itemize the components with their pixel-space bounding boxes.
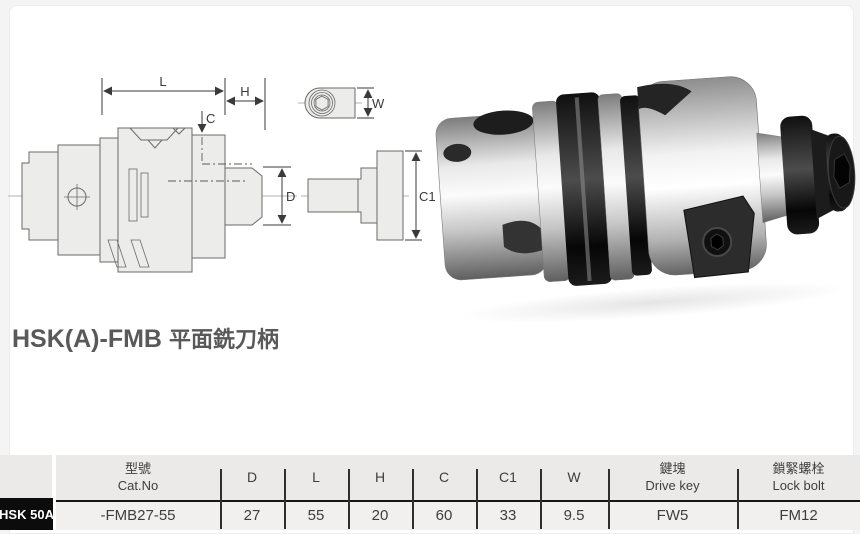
technical-drawing: L H C D W C1 (8, 74, 435, 273)
bolt-washer (780, 115, 820, 235)
header-lock-bolt-en: Lock bolt (772, 477, 825, 493)
pilot (224, 167, 263, 226)
groove-highlight (574, 97, 592, 282)
side-slot (502, 220, 543, 254)
hex-socket (833, 153, 851, 189)
arbor-assembly (435, 76, 856, 323)
dimension-C1 (405, 150, 422, 241)
column-divider (412, 469, 414, 529)
spec-table-corner-cell (0, 455, 52, 500)
reference-lines (168, 137, 252, 182)
header-c: C (438, 468, 450, 485)
cell-lock-bolt: FM12 (779, 506, 818, 524)
hex-socket-outline (315, 95, 329, 111)
dimensions-main (101, 78, 291, 226)
spec-table: 型號 Cat.No D L H C C1 W 鍵塊 Drive key 鎖緊螺栓… (56, 455, 860, 530)
v-groove-mark (147, 139, 163, 149)
back-ring (620, 95, 652, 276)
column-divider (220, 469, 222, 529)
header-cat-no: 型號 Cat.No (56, 455, 220, 500)
dim-label-D: D (286, 189, 295, 204)
header-drive-key-en: Drive key (645, 477, 700, 493)
clamp-slot (473, 110, 534, 135)
dim-label-C: C (206, 111, 215, 126)
bolt-step (357, 167, 378, 224)
product-shadow (458, 282, 848, 323)
key-screw-hex (710, 233, 724, 251)
shank-grip (21, 151, 59, 241)
drive-key-view (298, 87, 362, 119)
header-cat-no-en: Cat.No (117, 477, 159, 493)
spec-table-header-row: 型號 Cat.No D L H C C1 W 鍵塊 Drive key 鎖緊螺栓… (56, 455, 860, 502)
lower-slot (130, 239, 150, 268)
column-divider (540, 469, 542, 529)
product-photo (435, 76, 856, 323)
lock-bolt-view (301, 150, 409, 241)
bolt-flange (376, 150, 404, 241)
cell-h: 20 (371, 506, 389, 524)
slot-detail (128, 168, 138, 222)
dim-label-H: H (240, 84, 249, 99)
spec-row-label: HSK 50A (0, 498, 53, 530)
column-divider (608, 469, 610, 529)
header-drive-key: 鍵塊 Drive key (608, 455, 737, 500)
dimension-W (357, 87, 374, 119)
main-view (8, 127, 297, 273)
slot-detail (140, 172, 149, 218)
header-c1: C1 (499, 468, 517, 485)
header-l: L (312, 468, 320, 485)
v-groove (129, 127, 179, 141)
header-cat-no-cjk: 型號 (124, 461, 151, 477)
cell-w: 9.5 (563, 506, 585, 524)
column-divider (737, 469, 739, 529)
header-w: W (567, 468, 581, 485)
column-divider (476, 469, 478, 529)
dim-label-W: W (372, 96, 385, 111)
column-divider (284, 469, 286, 529)
hsk-shank (435, 113, 548, 281)
dim-label-L: L (159, 74, 166, 89)
title-model-code: HSK(A)-FMB (12, 325, 162, 353)
column-divider (348, 469, 350, 529)
header-h: H (374, 468, 386, 485)
header-lock-bolt: 鎖緊螺栓 Lock bolt (737, 455, 860, 500)
bolt-stem (307, 178, 359, 213)
cell-drive-key: FW5 (656, 506, 689, 524)
locating-ring (191, 134, 226, 259)
header-drive-key-cjk: 鍵塊 (659, 461, 686, 477)
cell-c1: 33 (499, 506, 517, 524)
header-d: D (246, 468, 258, 485)
grip-hole (443, 143, 472, 162)
notch (172, 127, 186, 135)
flange (117, 127, 193, 273)
spec-table-data-row: -FMB27-55 27 55 20 60 33 9.5 FW5 FM12 (56, 502, 860, 530)
title-product-name: 平面銑刀柄 (168, 327, 279, 352)
shank-taper (57, 144, 101, 256)
upper-key-slot (637, 83, 692, 116)
lower-slot (107, 239, 127, 268)
cell-cat-no: -FMB27-55 (100, 506, 176, 524)
dim-label-C1: C1 (419, 189, 435, 204)
cell-d: 27 (243, 506, 261, 524)
cell-c: 60 (435, 506, 453, 524)
cell-l: 55 (307, 506, 325, 524)
header-lock-bolt-cjk: 鎖緊螺栓 (772, 461, 825, 477)
